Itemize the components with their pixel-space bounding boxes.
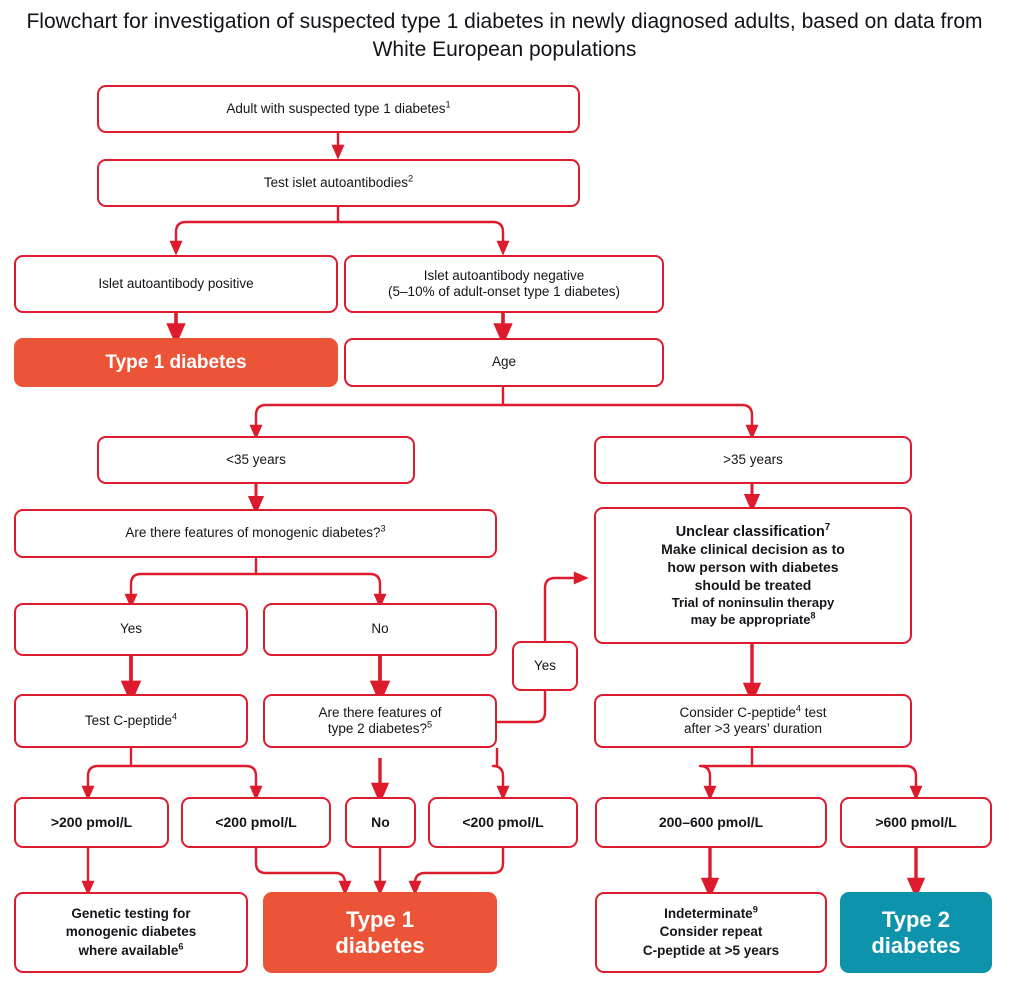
node-label: Adult with suspected type 1 diabetes1	[226, 99, 451, 116]
node-label: >35 years	[723, 451, 783, 467]
node-label: Test C-peptide4	[84, 711, 178, 728]
node-cpeptide-over-600[interactable]: >600 pmol/L	[840, 797, 992, 848]
node-islet-autoantibody-negative[interactable]: Islet autoantibody negative(5–10% of adu…	[344, 255, 664, 313]
footnote-marker: 9	[752, 904, 758, 915]
node-adult-suspected-type1[interactable]: Adult with suspected type 1 diabetes1	[97, 85, 580, 133]
node-cpeptide-under-200-left[interactable]: <200 pmol/L	[181, 797, 331, 848]
node-islet-autoantibody-positive[interactable]: Islet autoantibody positive	[14, 255, 338, 313]
node-label: <200 pmol/L	[215, 813, 297, 830]
node-label: >600 pmol/L	[875, 813, 957, 830]
node-age[interactable]: Age	[344, 338, 664, 387]
node-unclear-classification[interactable]: Unclear classification7 Make clinical de…	[594, 507, 912, 644]
node-features-of-monogenic-diabetes[interactable]: Are there features of monogenic diabetes…	[14, 509, 497, 558]
node-label: Yes	[533, 657, 557, 673]
node-label: Islet autoantibody positive	[98, 275, 254, 291]
footnote-marker: 7	[824, 521, 831, 533]
node-label: Age	[491, 354, 517, 370]
node-label: Yes	[119, 621, 143, 637]
node-over-35-years[interactable]: >35 years	[594, 436, 912, 484]
node-label: No	[371, 621, 389, 637]
node-under-35-years[interactable]: <35 years	[97, 436, 415, 484]
node-cpeptide-over-200[interactable]: >200 pmol/L	[14, 797, 169, 848]
footnote-marker: 5	[426, 719, 433, 730]
node-test-islet-autoantibodies[interactable]: Test islet autoantibodies2	[97, 159, 580, 207]
footnote-marker: 2	[407, 173, 414, 184]
node-type2-features-yes[interactable]: Yes	[512, 641, 578, 691]
node-cpeptide-200-600[interactable]: 200–600 pmol/L	[595, 797, 827, 848]
node-cpeptide-under-200-right[interactable]: <200 pmol/L	[428, 797, 578, 848]
node-label: No	[371, 813, 390, 830]
footnote-marker: 6	[178, 941, 184, 952]
node-monogenic-no[interactable]: No	[263, 603, 497, 656]
node-label: Islet autoantibody negative(5–10% of adu…	[388, 267, 620, 299]
footnote-marker: 4	[171, 711, 178, 722]
node-label: >200 pmol/L	[50, 813, 133, 830]
footnote-marker: 8	[810, 610, 816, 621]
node-label: <35 years	[226, 451, 286, 467]
node-label: 200–600 pmol/L	[658, 813, 764, 830]
node-monogenic-yes[interactable]: Yes	[14, 603, 248, 656]
node-label: Unclear classification7 Make clinical de…	[661, 521, 845, 627]
footnote-marker: 3	[380, 523, 386, 534]
node-test-c-peptide[interactable]: Test C-peptide4	[14, 694, 248, 748]
node-type1-diabetes-outcome-a[interactable]: Type 1 diabetes	[14, 338, 338, 387]
node-type2-features-no[interactable]: No	[345, 797, 416, 848]
node-label: <200 pmol/L	[462, 813, 544, 830]
node-label: Are there features of monogenic diabetes…	[125, 523, 386, 541]
node-label: Type 1 diabetes	[105, 351, 247, 373]
node-label: Test islet autoantibodies2	[263, 173, 414, 190]
footnote-marker: 1	[445, 99, 451, 110]
page-title: Flowchart for investigation of suspected…	[26, 10, 983, 61]
footnote-marker: 4	[795, 703, 801, 714]
